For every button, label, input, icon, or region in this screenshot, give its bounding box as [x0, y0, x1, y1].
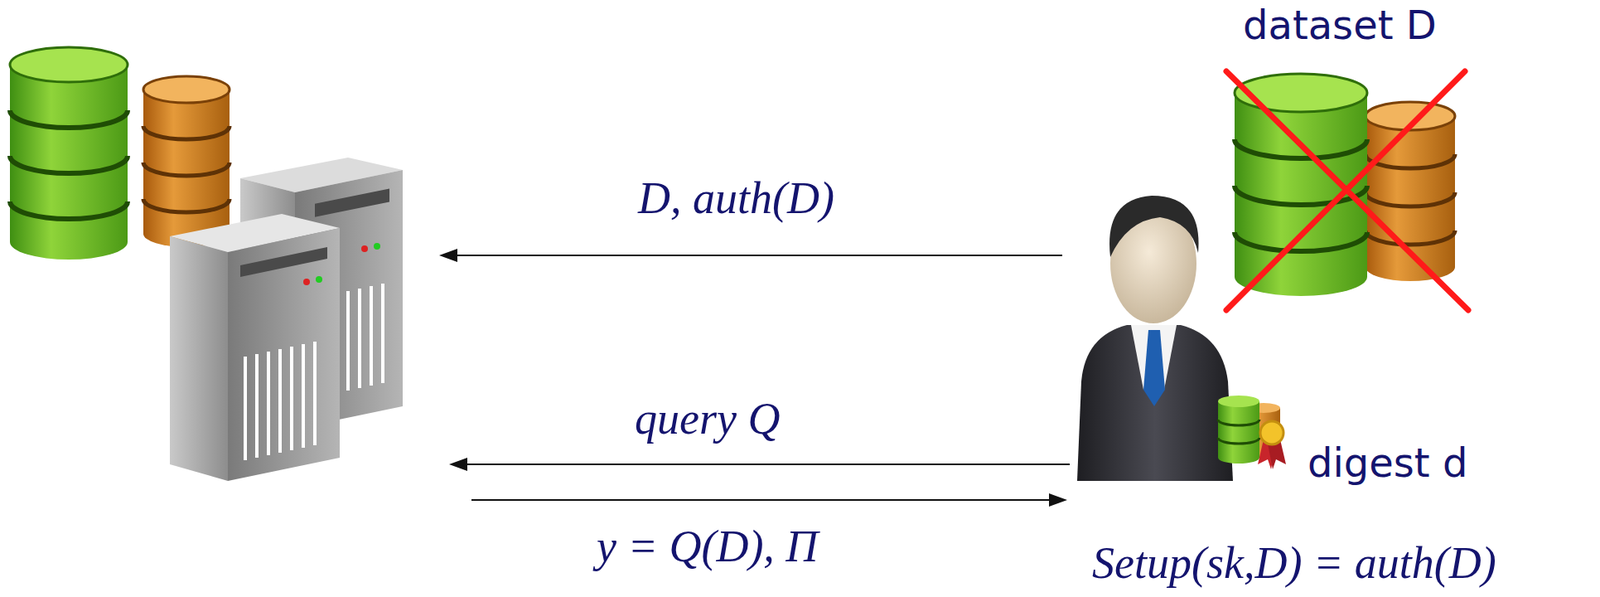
arrow-line: [454, 254, 1063, 257]
arrow-left: [449, 457, 1070, 471]
cylinder-band: [9, 110, 128, 128]
database-orange: [143, 76, 230, 247]
cylinder-top: [1234, 73, 1368, 112]
label: dataset D: [1242, 3, 1437, 48]
label: digest d: [1307, 440, 1468, 485]
arrowhead: [439, 248, 458, 262]
cylinder-band: [9, 201, 128, 219]
server-front: [169, 213, 340, 481]
cylinder-band: [143, 198, 230, 213]
server-front-face: [227, 227, 340, 481]
arrowhead: [449, 457, 468, 471]
arrow-left: [439, 248, 1063, 262]
cylinder-body: [9, 64, 128, 260]
power-led: [315, 275, 323, 283]
label: Setup(sk,D) = auth(D): [1092, 538, 1497, 588]
cylinder-top: [9, 47, 128, 83]
cylinder-body: [143, 89, 230, 247]
red-cross: [1226, 71, 1469, 310]
power-led: [361, 245, 368, 252]
server-side: [169, 236, 228, 481]
certificate-badge: [1257, 420, 1286, 469]
cylinder-top: [143, 76, 230, 103]
arrow-right: [471, 493, 1068, 507]
cylinder-band: [143, 125, 230, 140]
database-green: [9, 47, 128, 260]
label: query Q: [634, 394, 780, 444]
power-led: [373, 242, 381, 250]
arrow-line: [471, 498, 1052, 501]
tie: [1143, 329, 1165, 407]
arrowhead: [1048, 493, 1068, 507]
label: D, auth(D): [638, 174, 835, 223]
drive-bay: [240, 246, 328, 277]
power-led: [303, 278, 310, 286]
hair: [1109, 195, 1199, 257]
label: y = Q(D), Π: [596, 522, 818, 571]
cylinder-band: [1365, 230, 1455, 245]
drive-bay: [314, 188, 390, 217]
arrow-line: [464, 463, 1070, 465]
database-green: [1234, 73, 1368, 296]
user-figure: [1077, 195, 1286, 481]
cylinder-band: [9, 155, 128, 174]
cylinder-band: [1365, 192, 1455, 207]
suit: [1077, 324, 1233, 481]
vent-lines: [245, 341, 315, 460]
cylinder-band: [143, 162, 230, 176]
